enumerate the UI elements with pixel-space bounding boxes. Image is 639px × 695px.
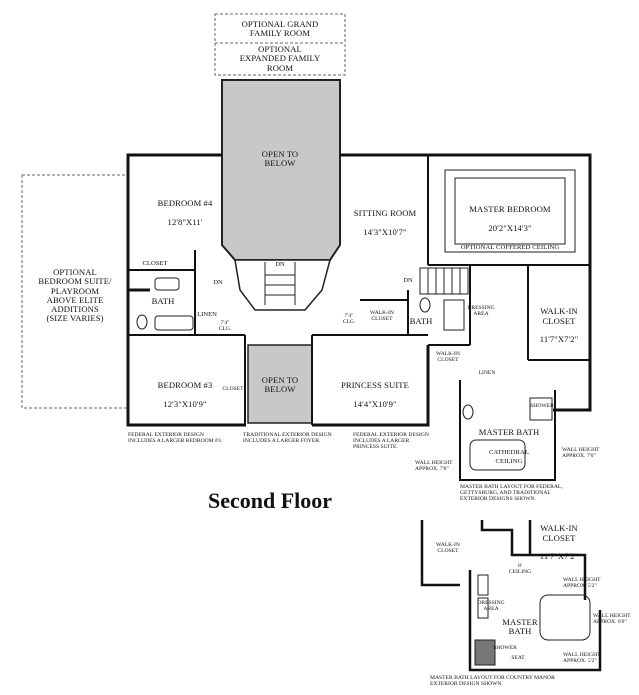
federal-bedroom3-note: FEDERAL EXTERIOR DESIGN INCLUDES A LARGE… <box>128 432 223 445</box>
optional-grand-family-room-outline <box>214 13 346 76</box>
dressing-area-label: DRESSING AREA <box>467 305 495 318</box>
dn-right-label: DN <box>403 277 413 284</box>
master-bath-label: MASTER BATH CATHEDRAL CEILING <box>474 419 544 465</box>
inset-wall-height-1: WALL HEIGHT APPROX. 5'2" <box>563 577 601 590</box>
dn-center-label: DN <box>275 261 285 268</box>
floor-title: Second Floor <box>207 488 333 513</box>
bedroom-4-name: BEDROOM #4 <box>157 198 213 209</box>
inset-seat-label: SEAT <box>511 655 525 661</box>
inset-layout-note: MASTER BATH LAYOUT FOR COUNTRY MANOR EXT… <box>430 675 555 688</box>
sitting-room-label: SITTING ROOM 14'3"X10'7" <box>345 200 425 237</box>
wall-height-left-note: WALL HEIGHT APPROX. 7'0" <box>415 460 453 473</box>
ceiling-height-center-label: 7'4" CLG. <box>342 313 356 326</box>
wall-height-right-note: WALL HEIGHT APPROX. 7'0" <box>562 447 600 460</box>
coffered-ceiling-outline <box>444 169 576 253</box>
master-bedroom-label: MASTER BEDROOM 20'2"X14'3" OPTIONAL COFF… <box>450 196 570 252</box>
dn-left-label: DN <box>213 279 223 286</box>
optional-expanded-family-room-label: OPTIONAL EXPANDED FAMILY ROOM <box>239 44 321 73</box>
master-bedroom-size: 20'2"X14'3" <box>488 222 532 233</box>
princess-suite-size: 14'4"X10'9" <box>353 398 397 409</box>
linen-right-label: LINEN <box>478 370 496 376</box>
master-bath-layout-note: MASTER BATH LAYOUT FOR FEDERAL, GETTYSBU… <box>460 484 563 503</box>
sitting-room-name: SITTING ROOM <box>353 208 417 219</box>
inset-shower-label: SHOWER <box>493 645 517 651</box>
inset-dressing-area-label: DRESSING AREA <box>477 600 505 613</box>
inset-walkin-closet-top-label: WALK-IN CLOSET 11'7"X7'2" <box>530 515 588 561</box>
optional-bedroom-suite-label: OPTIONAL BEDROOM SUITE/ PLAYROOM ABOVE E… <box>38 267 112 324</box>
bath-left-label: BATH <box>151 296 175 306</box>
master-bedroom-note: OPTIONAL COFFERED CEILING <box>460 244 560 252</box>
inset-walkin-closet-left-label: WALK-IN CLOSET <box>436 542 460 555</box>
walkin-closet-right-label: WALK-IN CLOSET 11'7"X7'2" <box>530 298 588 344</box>
bedroom-4-size: 12'8"X11' <box>167 216 203 227</box>
inset-master-bath-label: MASTER BATH <box>502 617 538 637</box>
walkin-closet-mid-label: WALK-IN CLOSET <box>436 351 460 364</box>
inset-walkin-closet-top-name: WALK-IN CLOSET <box>540 523 578 543</box>
open-to-below-bottom-label: OPEN TO BELOW <box>261 375 299 395</box>
princess-suite-label: PRINCESS SUITE 14'4"X10'9" <box>330 372 420 409</box>
princess-suite-name: PRINCESS SUITE <box>340 380 409 391</box>
optional-grand-family-room-label: OPTIONAL GRAND FAMILY ROOM <box>241 19 319 39</box>
bedroom-3-name: BEDROOM #3 <box>157 380 213 391</box>
walkin-closet-right-name: WALK-IN CLOSET <box>540 306 578 326</box>
walkin-closet-right-size: 11'7"X7'2" <box>539 334 579 345</box>
closet-b3-label: CLOSET <box>222 386 244 392</box>
traditional-foyer-note: TRADITIONAL EXTERIOR DESIGN INCLUDES A L… <box>243 432 332 445</box>
open-to-below-top-area <box>221 79 341 261</box>
shower-label: SHOWER <box>530 403 554 409</box>
walkin-closet-small-label: WALK-IN CLOSET <box>370 310 394 323</box>
bedroom-4-label: BEDROOM #4 12'8"X11' <box>130 190 240 227</box>
bath-center-label: BATH <box>409 316 433 326</box>
inset-ceiling-label: 8' CEILING <box>508 563 532 576</box>
closet-left-label: CLOSET <box>142 260 168 267</box>
bedroom-3-size: 12'3"X10'9" <box>163 398 207 409</box>
bedroom-3-label: BEDROOM #3 12'3"X10'9" <box>140 372 230 409</box>
inset-wall-height-3: WALL HEIGHT APPROX. 5'2" <box>563 652 601 665</box>
federal-princess-note: FEDERAL EXTERIOR DESIGN INCLUDES A LARGE… <box>353 432 429 451</box>
sitting-room-size: 14'3"X10'7" <box>363 226 407 237</box>
linen-left-label: LINEN <box>197 311 217 318</box>
master-bath-name: MASTER BATH <box>478 427 540 438</box>
master-bath-note: CATHEDRAL CEILING <box>488 448 530 466</box>
inset-wall-height-2: WALL HEIGHT APPROX. 6'0" <box>593 613 631 626</box>
master-bedroom-name: MASTER BEDROOM <box>469 204 551 215</box>
open-to-below-top-label: OPEN TO BELOW <box>261 149 299 169</box>
ceiling-height-left-label: 7'4" CLG. <box>218 320 232 333</box>
inset-walkin-closet-top-size: 11'7"X7'2" <box>539 551 579 562</box>
open-to-below-bottom-area <box>247 344 313 424</box>
